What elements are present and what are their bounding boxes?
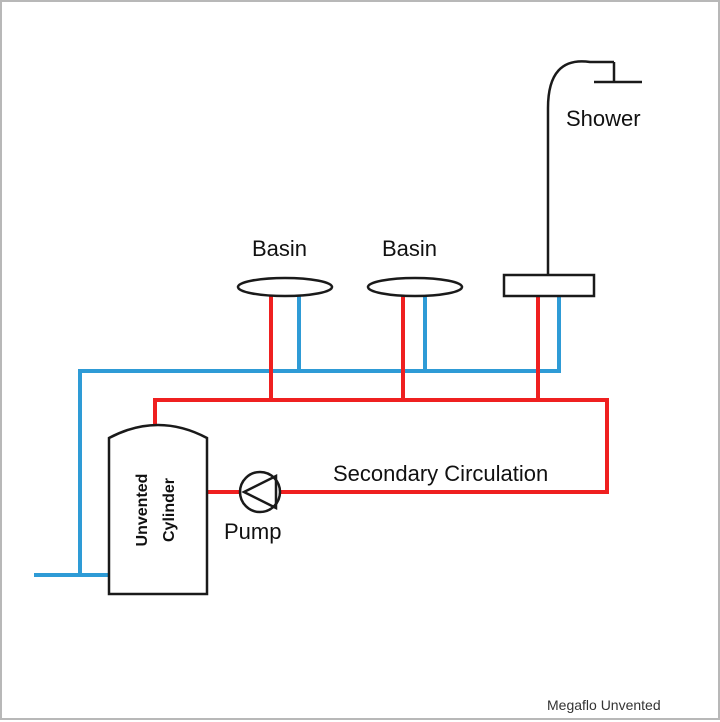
- pump-icon: [238, 470, 282, 514]
- credit-label: Megaflo Unvented: [547, 697, 661, 713]
- cylinder-label-line2: Cylinder: [161, 478, 178, 542]
- hot-water-pipes: [153, 293, 609, 494]
- shower-hose-icon: [546, 60, 614, 275]
- basin-left-label: Basin: [252, 236, 307, 261]
- cold-water-pipes: [34, 293, 561, 577]
- cold-main-pipe: [78, 369, 561, 577]
- unvented-cylinder: [107, 423, 209, 596]
- hot-flow-pipe: [153, 398, 609, 494]
- cylinder-label-line1: Unvented: [134, 474, 151, 547]
- shower-valve-icon: [502, 273, 596, 298]
- secondary-circulation-label: Secondary Circulation: [333, 461, 548, 486]
- shower-label: Shower: [566, 106, 641, 131]
- basin-right-icon: [366, 276, 464, 298]
- basin-left-icon: [236, 276, 334, 298]
- basin-right-label: Basin: [382, 236, 437, 261]
- pump-label: Pump: [224, 519, 281, 544]
